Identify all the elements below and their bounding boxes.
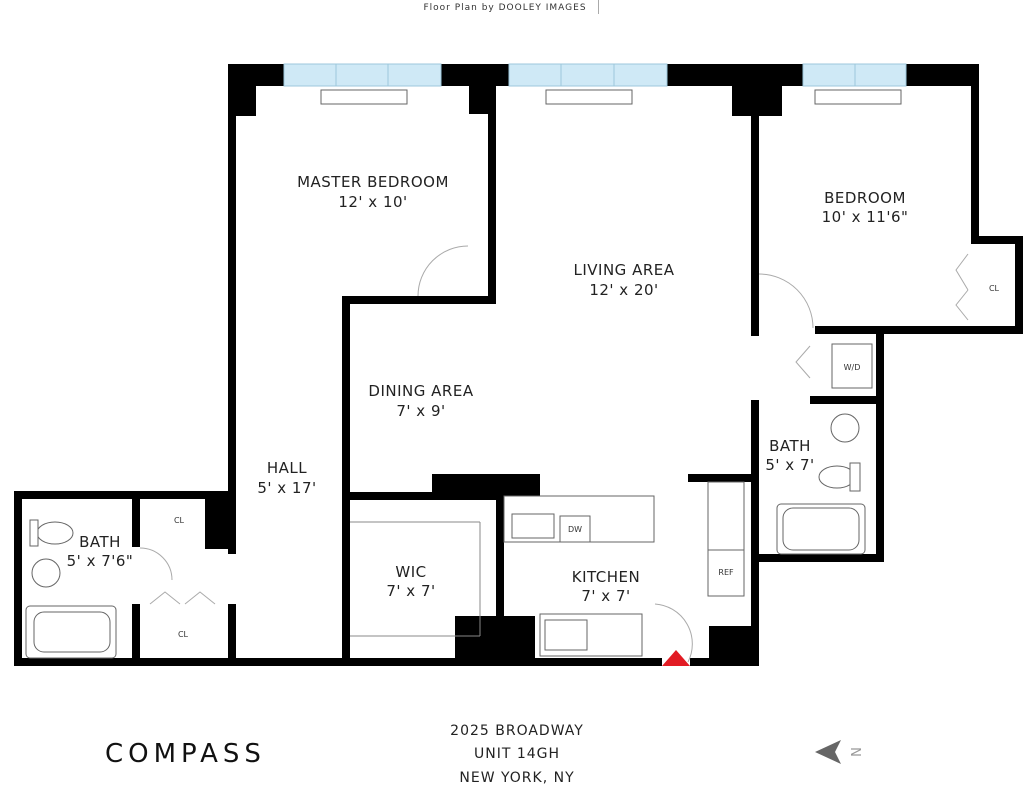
dining-area-dims: 7' x 9': [396, 402, 445, 420]
master-bedroom-dims: 12' x 10': [338, 193, 407, 211]
floor-plan-credit: Floor Plan by DOOLEY IMAGES: [423, 3, 586, 13]
closet-bedroom-label: CL: [989, 284, 1000, 293]
bath-left-dims: 5' x 7'6": [67, 552, 134, 570]
living-area-name: LIVING AREA: [573, 261, 674, 279]
dishwasher-label: DW: [568, 525, 582, 534]
kitchen-sink: [511, 513, 555, 539]
fixtures: [25, 343, 873, 659]
door-swings: [139, 245, 969, 663]
wic-name: WIC: [395, 563, 426, 581]
master-bedroom-name: MASTER BEDROOM: [297, 173, 449, 191]
hall-dims: 5' x 17': [257, 479, 316, 497]
bath-left-name: BATH: [79, 533, 121, 551]
toilet-left: [36, 521, 74, 545]
entry-marker: [662, 650, 690, 666]
washer-dryer-label: W/D: [844, 363, 861, 372]
sink-right: [830, 413, 860, 443]
kitchen-name: KITCHEN: [572, 568, 641, 586]
wic-dims: 7' x 7': [386, 582, 435, 600]
windows: [283, 63, 907, 87]
kitchen-dims: 7' x 7': [581, 587, 630, 605]
bedroom-dims: 10' x 11'6": [822, 208, 909, 226]
north-arrow-icon: N: [815, 740, 865, 764]
living-area-dims: 12' x 20': [589, 281, 658, 299]
refrigerator: [707, 549, 745, 597]
bedroom-name: BEDROOM: [824, 189, 906, 207]
radiators: [320, 89, 902, 105]
bath-right-name: BATH: [769, 437, 811, 455]
header-divider: [598, 0, 599, 14]
closet-lower-label: CL: [178, 630, 189, 639]
north-arrow-letter: N: [850, 747, 865, 757]
sink-left: [31, 558, 61, 588]
address-line-3: NEW YORK, NY: [459, 770, 574, 786]
walls: [14, 64, 1023, 666]
washer-dryer: [831, 343, 873, 389]
hall-name: HALL: [267, 459, 307, 477]
closet-upper-label: CL: [174, 516, 185, 525]
bath-right-dims: 5' x 7': [765, 456, 814, 474]
refrigerator-label: REF: [718, 568, 734, 577]
dining-area-name: DINING AREA: [368, 382, 473, 400]
brand-logo: COMPASS: [105, 739, 266, 769]
address-line-2: UNIT 14GH: [474, 746, 560, 762]
address-line-1: 2025 BROADWAY: [450, 723, 584, 739]
